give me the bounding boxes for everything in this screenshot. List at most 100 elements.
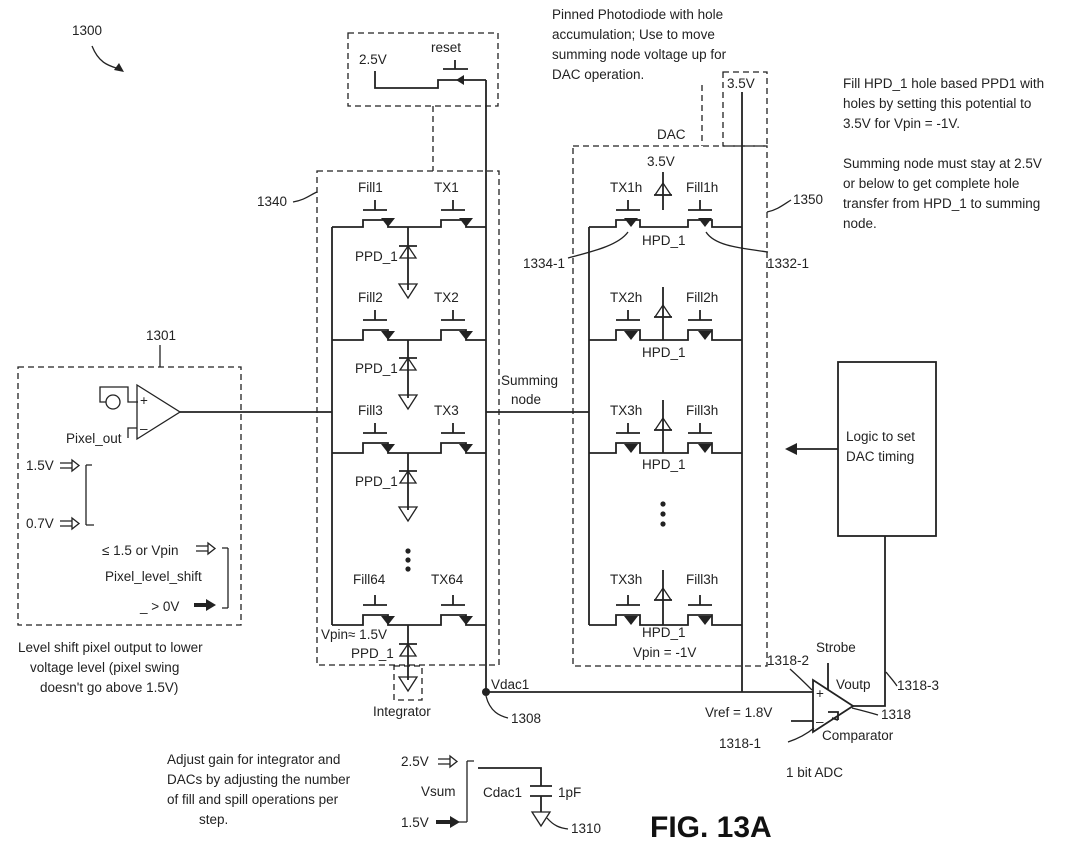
vpin-dac-label: Vpin = -1V <box>633 645 696 660</box>
logic-label-2: DAC timing <box>846 449 914 464</box>
ref-1350-leader <box>766 199 792 213</box>
amp-minus: – <box>140 421 148 436</box>
cap-ground <box>530 811 552 828</box>
row64-ground <box>397 676 419 693</box>
row3-gates <box>363 423 465 434</box>
integrator-row-2: Fill2 TX2 PPD_1 <box>332 290 486 411</box>
solid-arrowhead-vmin <box>206 599 216 611</box>
dac-note-3: summing node voltage up for <box>552 47 727 62</box>
dac-row-2: TX2h Fill2h HPD_1 <box>589 287 742 360</box>
reset-v-label: 2.5V <box>359 52 387 67</box>
vsum-label: Vsum <box>421 784 456 799</box>
hollow-arrow-0p7 <box>60 520 72 527</box>
ref-1332-leader <box>705 231 769 253</box>
ref-1308-leader <box>485 695 509 719</box>
dac-block <box>572 145 768 667</box>
fill-note-2: holes by setting this potential to <box>843 96 1031 111</box>
ref-1318: 1318 <box>881 707 911 722</box>
integrator-row-64: Fill64 TX64 Vpin≈ 1.5V PPD_1 <box>321 572 486 693</box>
row1-ground <box>397 283 419 300</box>
comp-plus: + <box>816 686 824 701</box>
dac-row3-arrow-b <box>698 444 712 453</box>
dac-row-1: 3.5V TX1h Fill1h HPD_1 1334-1 1332-1 <box>523 154 809 271</box>
cdac-value: 1pF <box>558 785 581 800</box>
tx1h-label: TX1h <box>610 180 642 195</box>
level-shift-block <box>17 366 242 626</box>
ref-1300-arrow <box>114 63 124 72</box>
dac-row3-arrow-a <box>624 444 638 453</box>
row1-gates <box>363 200 465 211</box>
tx3h-label: TX3h <box>610 403 642 418</box>
pulse-1 <box>85 464 94 526</box>
v-min-label: _ > 0V <box>139 599 179 614</box>
ref-1301: 1301 <box>146 328 176 343</box>
ref-1310: 1310 <box>571 821 601 836</box>
reset-arrow <box>456 75 464 85</box>
fill3-label: Fill3 <box>358 403 383 418</box>
integrator-ground-box <box>393 665 423 701</box>
logic-label-1: Logic to set <box>846 429 915 444</box>
sum-note-3: transfer from HPD_1 to summing <box>843 196 1040 211</box>
v-max-label: ≤ 1.5 or Vpin <box>102 543 178 558</box>
row3-ppd-label: PPD_1 <box>355 474 398 489</box>
dac-row3-channel <box>589 442 742 454</box>
tx2-label: TX2 <box>434 290 459 305</box>
fill2h-label: Fill2h <box>686 290 718 305</box>
row3-arrow-b <box>459 444 473 453</box>
strobe-label: Strobe <box>816 640 856 655</box>
row2-ground <box>397 394 419 411</box>
comparator-label: Comparator <box>822 728 894 743</box>
cap-caption-4: step. <box>199 812 228 827</box>
tx2h-label: TX2h <box>610 290 642 305</box>
ref-1318-3: 1318-3 <box>897 678 939 693</box>
row64-arrow-b <box>459 616 473 625</box>
dac-row1-channel <box>589 219 742 228</box>
hollow-arrowhead-1p5 <box>71 458 81 473</box>
hollow-arrow-vmax <box>196 545 208 552</box>
dac-diode-v-label: 3.5V <box>647 154 675 169</box>
summing-label-2: node <box>511 392 541 407</box>
logic-arrow <box>785 443 797 455</box>
integrator-ellipsis-dot <box>405 566 411 572</box>
integrator-row-1: Fill1 TX1 PPD_1 <box>332 180 486 300</box>
comparator-hysteresis <box>828 711 839 721</box>
buffer-amp <box>136 383 182 441</box>
voutp-feedback-wire <box>853 536 886 707</box>
ref-1334-1: 1334-1 <box>523 256 565 271</box>
vsum-low-arrowhead <box>450 816 460 828</box>
fill1-label: Fill1 <box>358 180 383 195</box>
vsum-high-label: 2.5V <box>401 754 429 769</box>
sum-note-2: or below to get complete hole <box>843 176 1019 191</box>
vsum-low-label: 1.5V <box>401 815 429 830</box>
row1-ppd-label: PPD_1 <box>355 249 398 264</box>
v-0p7-label: 0.7V <box>26 516 54 531</box>
ref-1318-2-leader <box>789 668 813 691</box>
fill-note-3: 3.5V for Vpin = -1V. <box>843 116 960 131</box>
dac-label: DAC <box>657 127 686 142</box>
hollow-arrow-1p5 <box>60 462 72 469</box>
dac-row-3: TX3h Fill3h HPD_1 <box>589 400 742 472</box>
dac-row3-hpd: HPD_1 <box>642 457 686 472</box>
ref-1318-3-leader <box>885 671 898 687</box>
adc-label: 1 bit ADC <box>786 765 843 780</box>
row2-diode <box>398 356 418 371</box>
row2-ppd-label: PPD_1 <box>355 361 398 376</box>
vsum-high-arrow <box>438 758 450 765</box>
ref-1318-2: 1318-2 <box>767 653 809 668</box>
fill2-label: Fill2 <box>358 290 383 305</box>
vdac-label: Vdac1 <box>491 677 529 692</box>
cap-plates <box>530 785 552 797</box>
cap-caption-2: DACs by adjusting the number <box>167 772 351 787</box>
dac-note-1: Pinned Photodiode with hole <box>552 7 723 22</box>
tx64-label: TX64 <box>431 572 464 587</box>
pixel-level-shift-label: Pixel_level_shift <box>105 569 202 584</box>
row1-arrow-a <box>381 218 395 227</box>
ref-1332-1: 1332-1 <box>767 256 809 271</box>
dac-row4-gates <box>616 595 712 606</box>
reset-gate <box>443 60 468 70</box>
dac-row3-gates <box>616 423 712 434</box>
dac-row2-gates <box>616 310 712 321</box>
comp-minus: – <box>816 714 824 729</box>
v-1p5-label: 1.5V <box>26 458 54 473</box>
